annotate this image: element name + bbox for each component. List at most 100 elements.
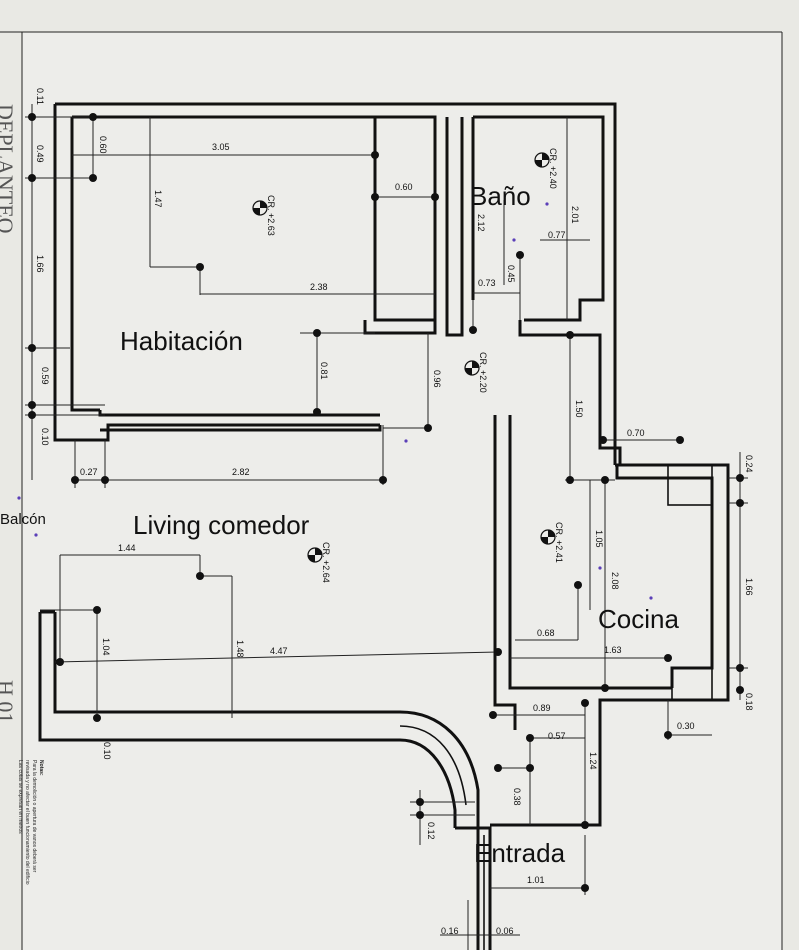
dim-label: 1.01 [527, 875, 545, 885]
marker [424, 424, 432, 432]
marker [28, 344, 36, 352]
marker [601, 684, 609, 692]
room-label-balcon: Balcón [0, 511, 46, 528]
marker [736, 499, 744, 507]
dim-label: 1.48 [235, 640, 245, 658]
level-marker-habitacion: CR. +2.63 [252, 195, 276, 236]
marker [494, 764, 502, 772]
level-marker-bano: CR. +2.40 [534, 148, 558, 189]
level-text: CR. +2.20 [478, 352, 488, 393]
marker [371, 193, 379, 201]
marker [313, 329, 321, 337]
dim-label: 0.81 [319, 362, 329, 380]
point [34, 533, 38, 537]
note-line: Para la demolición o apertura de vanos d… [31, 760, 37, 873]
corridor-left-wall [493, 415, 517, 730]
point [512, 238, 516, 242]
dim-label: 0.57 [548, 731, 566, 741]
marker [93, 606, 101, 614]
dim-label: 0.96 [432, 370, 442, 388]
dimension-markers [28, 113, 744, 892]
dim-447-line [54, 651, 499, 663]
dim-label: 2.08 [610, 572, 620, 590]
marker [313, 408, 321, 416]
level-text: CR. +2.64 [321, 542, 331, 583]
room-label-entrada: Entrada [474, 838, 566, 868]
dim-label: 0.27 [80, 467, 98, 477]
marker [56, 658, 64, 666]
bedroom-outer-wall [53, 104, 380, 442]
living-inner-wall [53, 612, 400, 714]
room-label-cocina: Cocina [598, 604, 679, 634]
bathroom-bottom-wall [518, 320, 622, 465]
point [404, 439, 408, 443]
marker [526, 734, 534, 742]
marker [676, 436, 684, 444]
dim-label: 3.05 [212, 142, 230, 152]
dimension-lines [25, 104, 748, 950]
dim-label: 1.47 [153, 190, 163, 208]
dim-label: 0.12 [426, 822, 436, 840]
bedroom-inner-top-wall [72, 115, 437, 335]
marker [736, 686, 744, 694]
dim-label: 0.70 [627, 428, 645, 438]
point [17, 496, 21, 500]
marker [489, 711, 497, 719]
dim-label: 4.47 [270, 646, 288, 656]
dim-label: 1.04 [101, 638, 111, 656]
dim-label: 2.12 [476, 214, 486, 232]
dim-label: 1.66 [35, 255, 45, 273]
marker [89, 174, 97, 182]
dim-label: 0.16 [441, 926, 459, 936]
marker [581, 821, 589, 829]
dim-label: 1.24 [588, 752, 598, 770]
living-outer-wall [38, 612, 400, 742]
marker [601, 476, 609, 484]
marker [494, 648, 502, 656]
marker [599, 436, 607, 444]
dim-label: 2.01 [570, 206, 580, 224]
note-line: revisada y no afectar el buen funcionami… [24, 760, 30, 885]
dim-label: 0.10 [40, 428, 50, 446]
dim-label: 1.50 [574, 400, 584, 418]
room-label-living: Living comedor [133, 510, 310, 540]
dim-label: 1.05 [594, 530, 604, 548]
level-marker-living: CR. +2.64 [307, 542, 331, 583]
notes-block: Notas: Para la demolición o apertura de … [17, 760, 44, 885]
living-top-wall [100, 425, 382, 432]
marker [469, 326, 477, 334]
dim-label: 1.66 [744, 578, 754, 596]
level-marker-cocina: CR. +2.41 [540, 522, 564, 563]
marker [574, 581, 582, 589]
marker [101, 476, 109, 484]
reference-points [17, 202, 653, 600]
level-text: CR. +2.41 [554, 522, 564, 563]
dim-label: 0.89 [533, 703, 551, 713]
bathroom-left-wall [445, 117, 464, 337]
marker [371, 151, 379, 159]
marker [379, 476, 387, 484]
note-line: Notas: [38, 760, 44, 776]
entrance-left-wall [455, 826, 492, 950]
dim-label: 0.11 [35, 88, 45, 105]
curved-wall-outer [399, 738, 457, 828]
point [545, 202, 549, 206]
marker [566, 331, 574, 339]
marker [664, 654, 672, 662]
dim-label: 0.68 [537, 628, 555, 638]
dim-label: 0.77 [548, 230, 566, 240]
dim-label: 0.73 [478, 278, 496, 288]
dim-label: 2.82 [232, 467, 250, 477]
level-marker-pasillo: CR. +2.20 [464, 352, 488, 393]
marker [416, 811, 424, 819]
marker [566, 476, 574, 484]
marker [93, 714, 101, 722]
corridor-inner-wall [508, 415, 672, 690]
room-labels: Habitación Living comedor Baño Cocina En… [0, 181, 679, 868]
dim-label: 0.06 [496, 926, 514, 936]
marker [28, 401, 36, 409]
point [598, 566, 602, 570]
marker [28, 113, 36, 121]
room-label-habitacion: Habitación [120, 326, 243, 356]
